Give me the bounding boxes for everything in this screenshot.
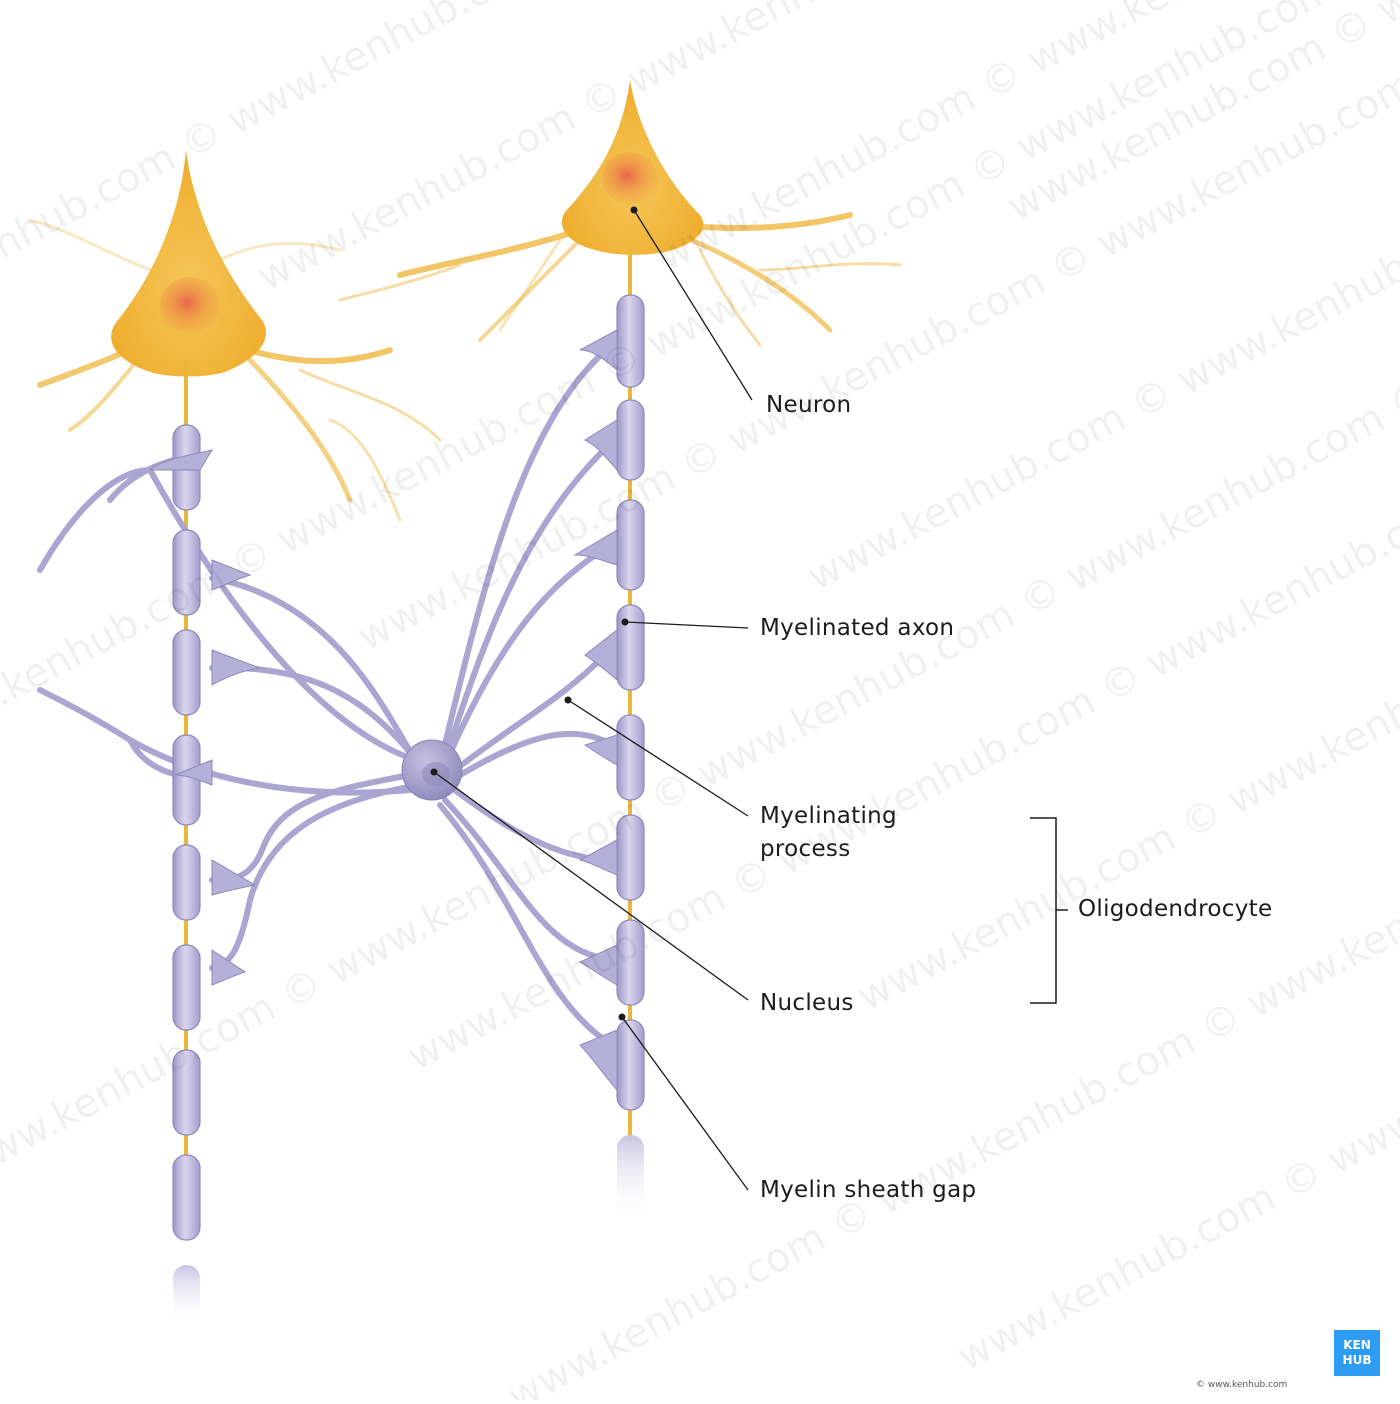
label-myelinating-process-line2: process — [760, 836, 851, 862]
left-neuron — [111, 150, 267, 377]
left-neuron-nucleus — [160, 277, 220, 333]
left-neuron-dendrites — [28, 3, 442, 522]
logo-line1: KEN — [1343, 1338, 1371, 1352]
copyright-text: © www.kenhub.com — [1196, 1380, 1288, 1390]
logo-line2: HUB — [1342, 1353, 1372, 1367]
leader-dots — [430, 206, 638, 1021]
label-neuron: Neuron — [766, 392, 852, 418]
leader-lines — [433, 209, 753, 1191]
oligodendrocyte-bracket — [1030, 817, 1068, 1004]
right-myelin-sheaths — [616, 294, 645, 1220]
neuron-pointer-dot — [630, 206, 638, 214]
right-neuron — [561, 80, 704, 255]
left-myelin-sheaths — [172, 424, 201, 1325]
label-myelinated-axon: Myelinated axon — [760, 615, 955, 641]
label-oligodendrocyte: Oligodendrocyte — [1078, 896, 1273, 922]
label-myelin-sheath-gap: Myelin sheath gap — [760, 1177, 977, 1203]
process-pointer-dot — [564, 696, 572, 704]
kenhub-logo: KEN HUB — [1334, 1330, 1380, 1376]
process-attachments — [148, 329, 618, 1092]
label-nucleus: Nucleus — [760, 990, 854, 1016]
gap-pointer-dot — [618, 1013, 626, 1021]
label-myelinating-process-line1: Myelinating — [760, 803, 897, 829]
axon-pointer-dot — [621, 618, 629, 626]
right-neuron-nucleus — [602, 152, 658, 204]
nucleus-pointer-dot — [430, 768, 438, 776]
